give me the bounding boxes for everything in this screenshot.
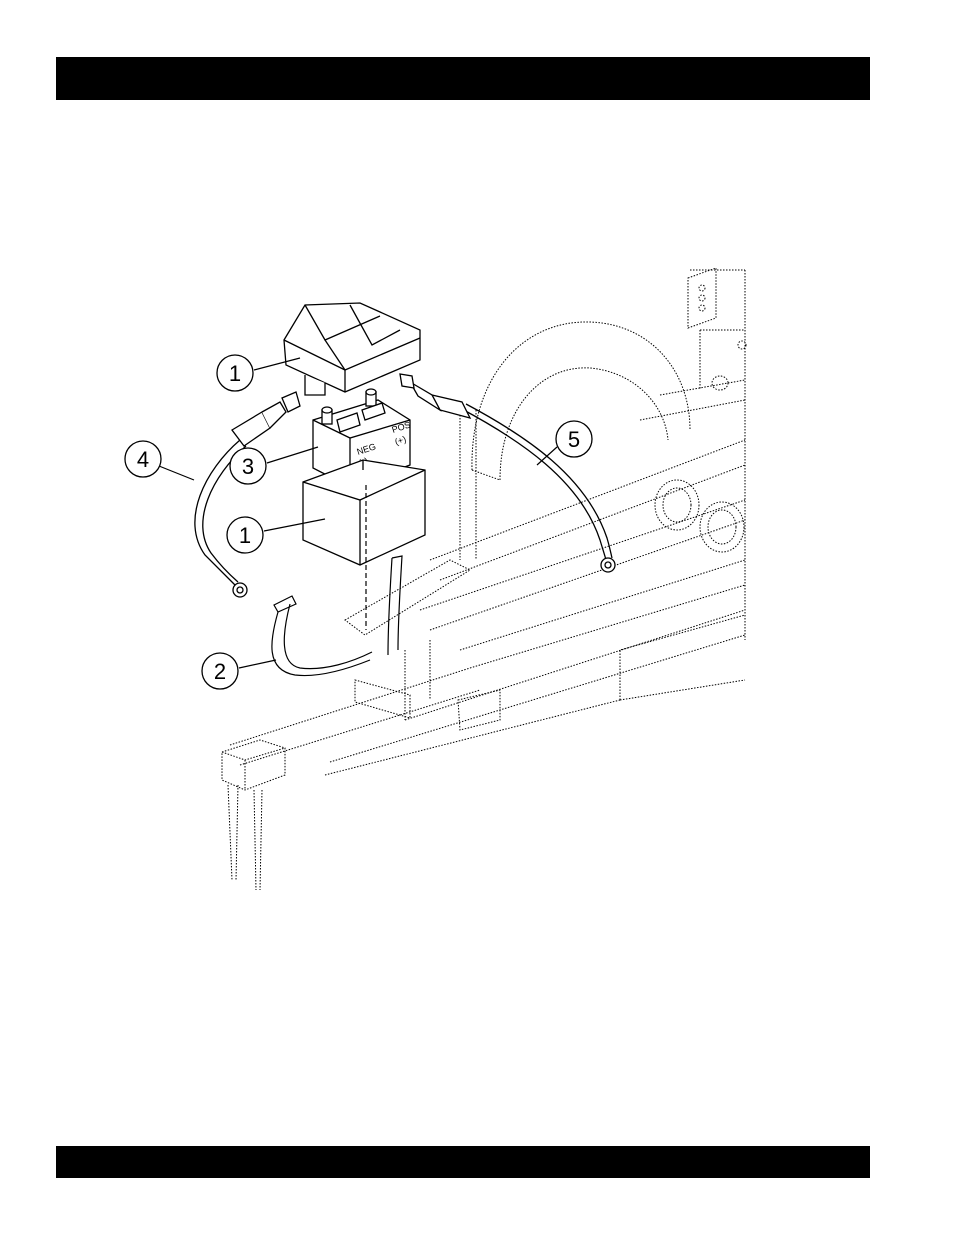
callout-cover-number: 1 bbox=[229, 361, 241, 386]
callout-battery-number: 3 bbox=[242, 454, 254, 479]
callout-strap: 2 bbox=[202, 653, 276, 689]
callout-box-number: 1 bbox=[239, 523, 251, 548]
positive-cable bbox=[400, 374, 615, 572]
battery-box bbox=[303, 460, 425, 565]
callout-battery: 3 bbox=[230, 447, 318, 484]
callout-positive-cable-number: 5 bbox=[568, 427, 580, 452]
callout-strap-number: 2 bbox=[214, 659, 226, 684]
footer-bar bbox=[56, 1146, 870, 1178]
negative-cable bbox=[195, 392, 300, 597]
battery-box-cover bbox=[284, 303, 420, 395]
callout-negative-cable: 4 bbox=[125, 441, 194, 480]
hold-down-strap bbox=[272, 556, 402, 676]
callout-negative-cable-number: 4 bbox=[137, 447, 149, 472]
callout-positive-cable: 5 bbox=[537, 421, 592, 465]
